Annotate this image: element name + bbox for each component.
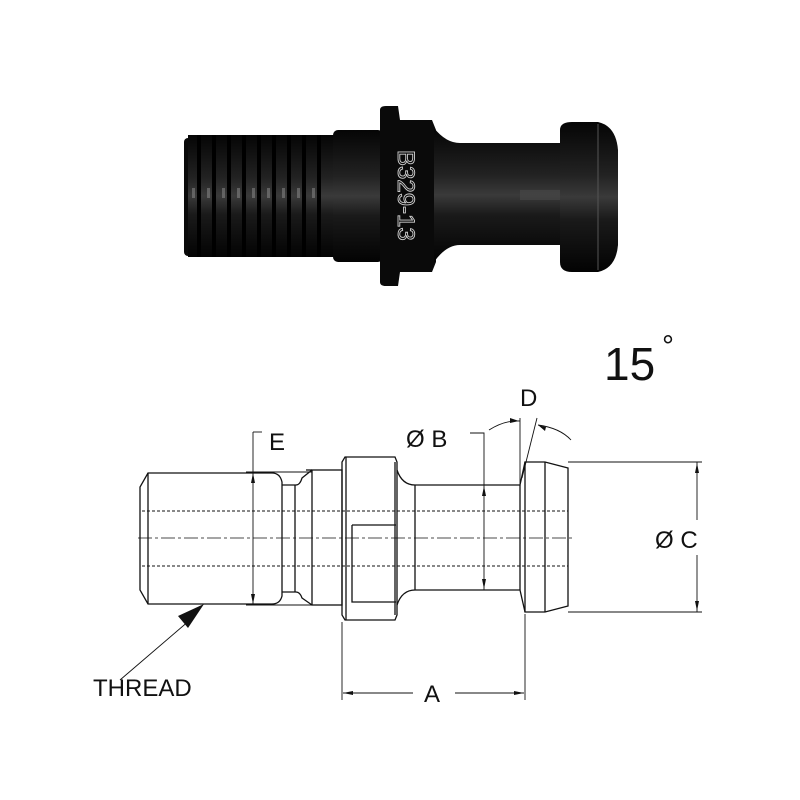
thread-section — [184, 135, 336, 257]
flange — [380, 106, 436, 286]
label-b: Ø B — [406, 426, 447, 453]
label-a: A — [424, 681, 440, 708]
thread-callout: THREAD — [93, 604, 204, 702]
technical-drawing: 15 ° E — [93, 330, 702, 708]
angle-value: 15 — [604, 338, 655, 390]
label-d: D — [520, 385, 537, 412]
engraving-text: B329-13 — [392, 150, 419, 241]
collar — [333, 130, 383, 262]
label-e: E — [269, 429, 285, 456]
degree-symbol: ° — [662, 330, 674, 363]
dimension-b: Ø B — [406, 426, 486, 590]
neck — [434, 128, 560, 262]
product-photo: B329-13 — [184, 106, 618, 286]
dimension-e: E — [246, 429, 312, 606]
label-c: Ø C — [655, 527, 698, 554]
dimension-d: D — [488, 385, 572, 485]
label-thread: THREAD — [93, 675, 192, 702]
dimension-c: Ø C — [568, 461, 702, 613]
pull-head — [560, 122, 618, 272]
dimension-a: A — [341, 614, 526, 708]
